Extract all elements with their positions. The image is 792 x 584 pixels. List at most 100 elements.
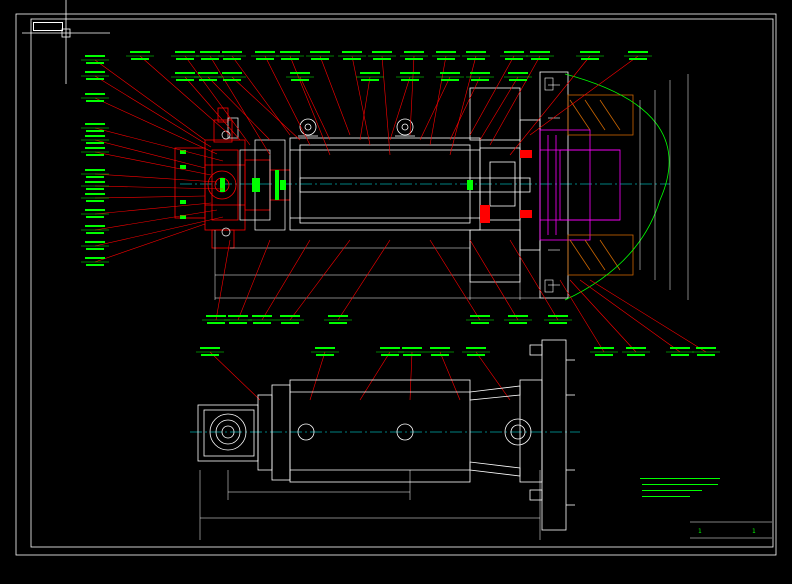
callout-lower-4-sublabel-mark xyxy=(431,354,449,356)
callout-left-11-label-mark xyxy=(85,241,105,243)
callout-top-11-sublabel-mark xyxy=(467,58,485,60)
callout-lower-1-sublabel-mark xyxy=(316,354,334,356)
callout-mid-2-label-mark xyxy=(222,72,242,74)
callout-top-4-label-mark xyxy=(255,51,275,53)
callout-left-12-sublabel-mark xyxy=(86,264,104,266)
callout-top-10-sublabel-mark xyxy=(437,58,455,60)
callout-top-10-leader xyxy=(429,55,447,146)
callout-top-14-label-mark xyxy=(580,51,600,53)
callout-mid-7-label-mark xyxy=(470,72,490,74)
callout-top-12-label-mark xyxy=(504,51,524,53)
callout-right-0-leader xyxy=(559,279,605,353)
callout-mid-4-label-mark xyxy=(360,72,380,74)
callout-bottom-4-label-mark xyxy=(328,315,348,317)
callout-top-7-label-mark xyxy=(342,51,362,53)
callout-mid-2-leader xyxy=(231,76,301,141)
callout-left-5-sublabel-mark xyxy=(86,154,104,156)
callout-top-0-label-mark xyxy=(130,51,150,53)
callout-bottom-2-label-mark xyxy=(252,315,272,317)
callout-top-7-leader xyxy=(351,55,371,146)
callout-top-12-leader xyxy=(469,55,515,136)
callout-mid-8-leader xyxy=(479,76,519,141)
callout-top-0-leader xyxy=(139,55,231,136)
callout-left-2-label-mark xyxy=(85,93,105,95)
callout-top-9-sublabel-mark xyxy=(405,58,423,60)
callout-lower-3-sublabel-mark xyxy=(403,354,421,356)
callout-top-15-sublabel-mark xyxy=(629,58,647,60)
callout-top-7-sublabel-mark xyxy=(343,58,361,60)
callout-mid-2-sublabel-mark xyxy=(223,79,241,81)
callout-mid-6-sublabel-mark xyxy=(441,79,459,81)
callout-lower-3-leader xyxy=(409,351,413,401)
callout-left-3-leader xyxy=(94,127,224,162)
callout-left-0-label-mark xyxy=(85,55,105,57)
callout-mid-5-label-mark xyxy=(400,72,420,74)
callout-left-1-leader xyxy=(94,75,212,148)
callout-right-0-sublabel-mark xyxy=(595,354,613,356)
callout-top-1-sublabel-mark xyxy=(176,58,194,60)
callout-top-5-sublabel-mark xyxy=(281,58,299,60)
callout-top-10-label-mark xyxy=(436,51,456,53)
callout-bottom-5-label-mark xyxy=(470,315,490,317)
callout-top-2-label-mark xyxy=(200,51,220,53)
callout-top-12-sublabel-mark xyxy=(505,58,523,60)
callout-left-12-leader xyxy=(94,223,206,263)
callout-bottom-4-leader xyxy=(337,239,391,321)
callout-lower-2-label-mark xyxy=(380,347,400,349)
callout-mid-5-leader xyxy=(389,76,411,141)
callout-mid-3-leader xyxy=(299,76,331,141)
callout-lower-5-sublabel-mark xyxy=(467,354,485,356)
callout-left-10-label-mark xyxy=(85,225,105,227)
upper-section-view xyxy=(174,71,689,301)
callout-mid-7-leader xyxy=(449,76,481,141)
callout-left-0-sublabel-mark xyxy=(86,62,104,64)
callout-lower-1-leader xyxy=(309,351,326,401)
callout-top-2-sublabel-mark xyxy=(201,58,219,60)
callout-top-6-sublabel-mark xyxy=(311,58,329,60)
callout-top-11-label-mark xyxy=(466,51,486,53)
callout-mid-7-sublabel-mark xyxy=(471,79,489,81)
callout-bottom-5-leader xyxy=(429,239,481,321)
callout-left-9-leader xyxy=(94,202,212,215)
magenta-section xyxy=(539,129,621,241)
callout-lower-5-leader xyxy=(475,351,511,401)
callout-bottom-5-sublabel-mark xyxy=(471,322,489,324)
callout-lower-1-label-mark xyxy=(315,347,335,349)
callout-top-14-sublabel-mark xyxy=(581,58,599,60)
callout-top-1-leader xyxy=(184,55,251,146)
callout-mid-6-leader xyxy=(419,76,451,141)
technical-notes xyxy=(640,478,720,497)
callout-bottom-6-leader xyxy=(469,239,519,321)
callout-bottom-3-label-mark xyxy=(280,315,300,317)
callout-lower-2-leader xyxy=(359,351,391,401)
callout-top-15-label-mark xyxy=(628,51,648,53)
callout-left-7-sublabel-mark xyxy=(86,188,104,190)
title-block-sheet: 1 xyxy=(698,528,702,535)
callout-left-7-label-mark xyxy=(85,181,105,183)
callout-top-2-leader xyxy=(209,55,271,156)
callout-bottom-4-sublabel-mark xyxy=(329,322,347,324)
callout-left-7-leader xyxy=(94,185,224,190)
callout-top-3-label-mark xyxy=(222,51,242,53)
inner-frame xyxy=(30,18,774,548)
callout-lower-0-label-mark xyxy=(200,347,220,349)
callout-bottom-0-label-mark xyxy=(206,315,226,317)
callout-mid-8-label-mark xyxy=(508,72,528,74)
callout-left-3-sublabel-mark xyxy=(86,130,104,132)
callout-bottom-1-leader xyxy=(237,239,271,321)
callout-left-1-label-mark xyxy=(85,71,105,73)
callout-top-3-leader xyxy=(231,55,291,136)
callout-labels xyxy=(81,51,720,356)
callout-lower-2-sublabel-mark xyxy=(381,354,399,356)
callout-left-11-sublabel-mark xyxy=(86,248,104,250)
callout-right-1-label-mark xyxy=(626,347,646,349)
title-block xyxy=(690,521,772,539)
callout-bottom-3-leader xyxy=(289,239,351,321)
callout-bottom-7-sublabel-mark xyxy=(549,322,567,324)
callout-top-5-leader xyxy=(289,55,331,156)
callout-lower-5-label-mark xyxy=(466,347,486,349)
callout-left-8-sublabel-mark xyxy=(86,200,104,202)
swing-arc xyxy=(564,73,670,301)
upper-dimensions xyxy=(214,74,689,300)
callout-bottom-7-label-mark xyxy=(548,315,568,317)
